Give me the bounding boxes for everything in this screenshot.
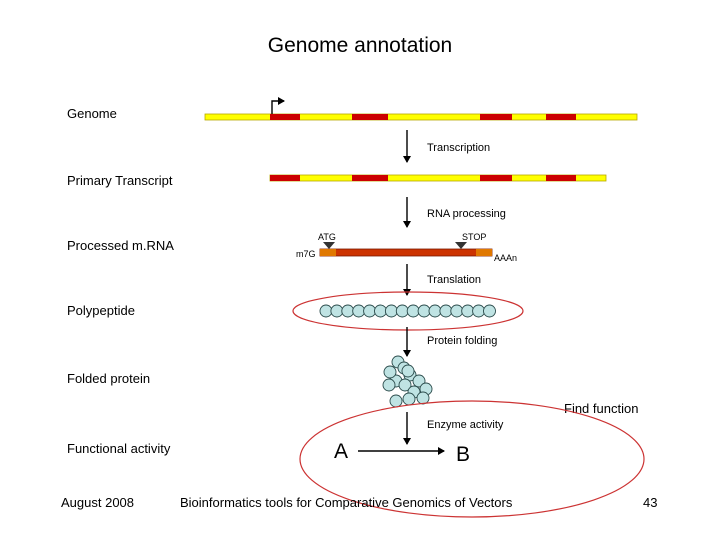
amino-acid-bead xyxy=(461,304,475,318)
footer-course-title: Bioinformatics tools for Comparative Gen… xyxy=(180,495,513,510)
cap-label: m7G xyxy=(296,249,316,259)
amino-acid-bead xyxy=(450,304,464,318)
amino-acid-bead xyxy=(472,304,486,318)
transcription-start-arrow xyxy=(271,97,285,114)
stage-label-functional-activity: Functional activity xyxy=(67,441,171,456)
poly-a-label: AAAn xyxy=(494,253,517,263)
amino-acid-bead xyxy=(363,304,377,318)
amino-acid-bead xyxy=(352,304,366,318)
find-function-label: Find function xyxy=(564,401,639,416)
footer-date: August 2008 xyxy=(61,495,135,510)
stage-label-primary-transcript: Primary Transcript xyxy=(67,173,173,188)
folded-residue-bead xyxy=(402,392,416,406)
amino-acid-bead xyxy=(417,304,431,318)
amino-acid-bead xyxy=(406,304,420,318)
stop-codon-label: STOP xyxy=(462,232,486,242)
start-codon-label: ATG xyxy=(318,232,336,242)
stage-label-folded-protein: Folded protein xyxy=(67,371,151,386)
stage-label-polypeptide: Polypeptide xyxy=(67,303,135,318)
folded-residue-bead xyxy=(389,394,403,408)
amino-acid-bead xyxy=(395,304,409,318)
genome-bar xyxy=(204,113,638,121)
folded-residue-bead xyxy=(416,391,430,405)
folded-protein-cluster xyxy=(382,355,433,408)
processed-mrna-bar xyxy=(319,242,493,257)
polypeptide-chain xyxy=(319,304,496,318)
page-number: 43 xyxy=(643,495,658,510)
stage-label-genome: Genome xyxy=(67,106,117,121)
polypeptide-highlight-ellipse xyxy=(292,291,524,331)
folded-residue-bead xyxy=(401,364,415,378)
functional-activity-ellipse xyxy=(299,400,645,518)
step-label-protein-folding: Protein folding xyxy=(427,335,498,347)
folded-residue-bead xyxy=(382,378,396,392)
amino-acid-bead xyxy=(330,304,344,318)
slide-title: Genome annotation xyxy=(267,34,453,57)
amino-acid-bead xyxy=(483,304,496,318)
step-label-rna-processing: RNA processing xyxy=(427,208,506,220)
reaction-product: B xyxy=(456,443,470,466)
step-label-translation: Translation xyxy=(427,274,482,286)
amino-acid-bead xyxy=(439,304,453,318)
amino-acid-bead xyxy=(374,304,387,318)
amino-acid-bead xyxy=(428,304,442,318)
folded-residue-bead xyxy=(383,365,397,379)
amino-acid-bead xyxy=(319,304,333,318)
stop-codon-marker xyxy=(455,242,467,249)
step-label-enzyme-activity: Enzyme activity xyxy=(427,419,504,431)
reaction-substrate: A xyxy=(334,440,348,463)
primary-transcript-bar xyxy=(269,174,607,182)
folded-residue-bead xyxy=(398,378,412,392)
step-label-transcription: Transcription xyxy=(427,142,491,154)
amino-acid-bead xyxy=(384,304,398,318)
start-codon-marker xyxy=(323,242,335,249)
stage-label-processed-mrna: Processed m.RNA xyxy=(67,238,174,253)
amino-acid-bead xyxy=(341,304,355,318)
